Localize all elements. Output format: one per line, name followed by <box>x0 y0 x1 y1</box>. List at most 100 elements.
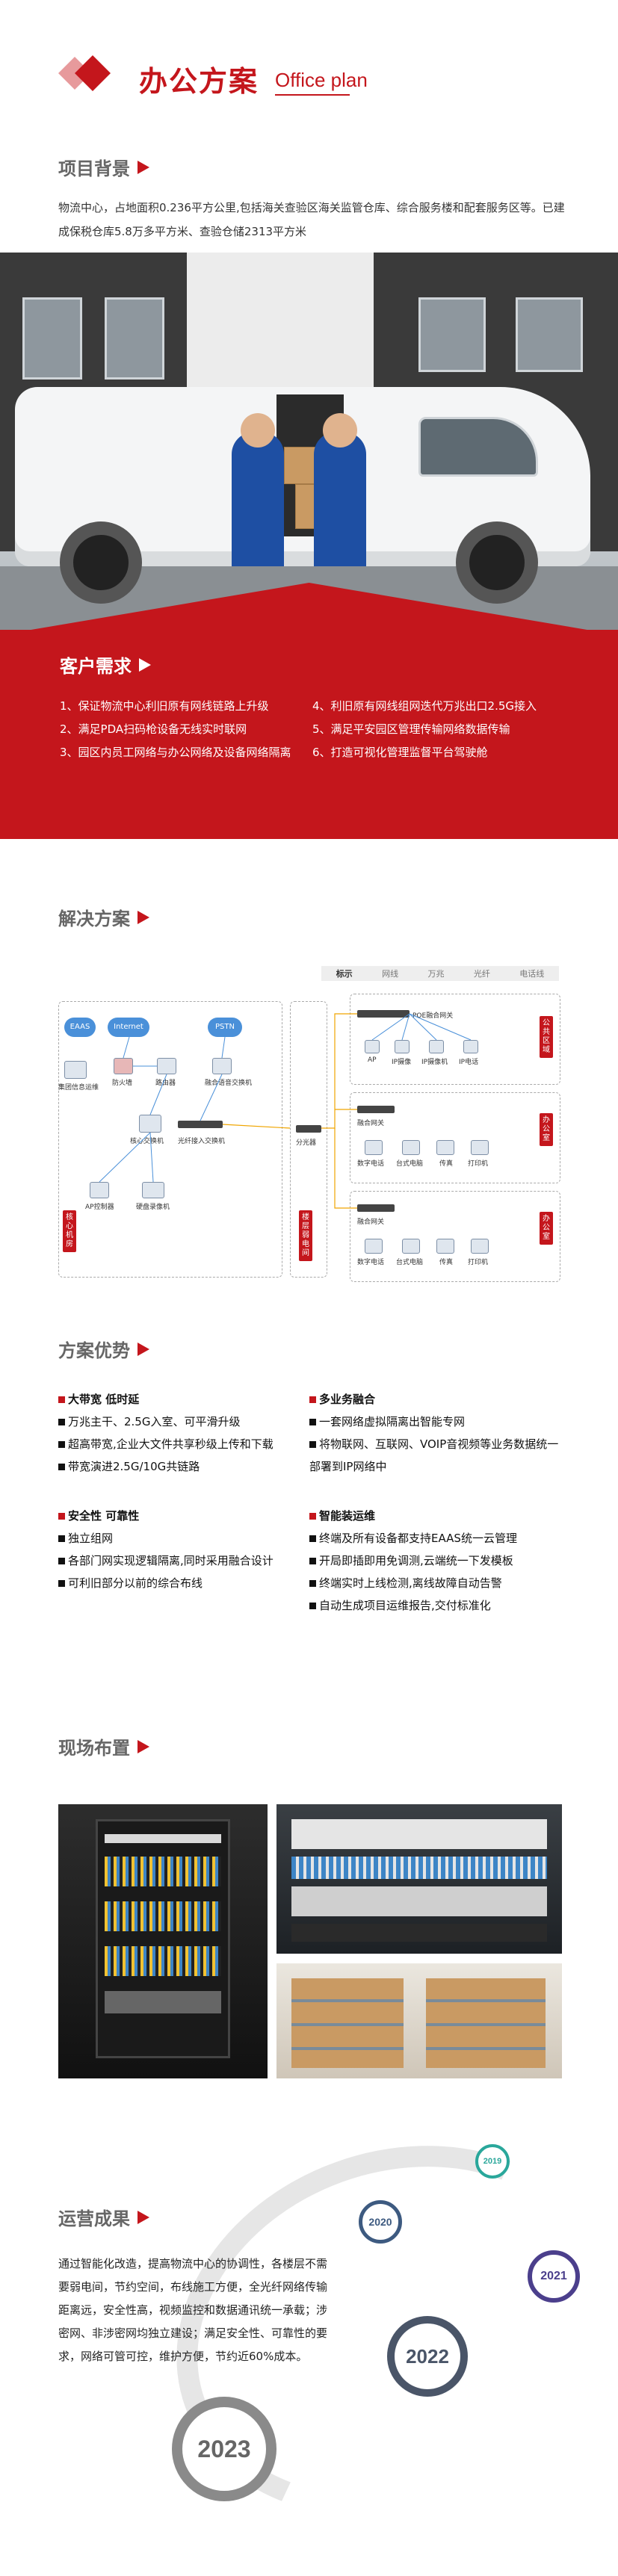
advantage-text: 独立组网 <box>68 1532 114 1545</box>
voice-gateway-label: 融合语音交换机 <box>205 1080 253 1087</box>
section-title-site: 现场布置 <box>58 1733 149 1759</box>
splitter-label: 分光器 <box>296 1139 317 1147</box>
year-badge-2021: 2021 <box>528 2250 580 2303</box>
year-badge-2022: 2022 <box>387 2316 468 2397</box>
arrow-right-icon <box>137 1342 149 1356</box>
needs-list-right: 4、利旧原有网线组网迭代万兆出口2.5G接入 5、满足平安园区管理传输网络数据传… <box>312 695 551 764</box>
diagram-connections <box>99 1013 472 1209</box>
list-item: 带宽演进2.5G/10G共链路 <box>58 1455 312 1478</box>
bullet-square-icon <box>58 1558 65 1564</box>
advantage-text: 可利旧部分以前的综合布线 <box>68 1576 203 1590</box>
core-switch-icon <box>139 1115 161 1133</box>
router-icon <box>157 1058 176 1074</box>
window <box>22 297 82 380</box>
camera-icon <box>395 1040 410 1053</box>
advantage-block-security: 安全性 可靠性 独立组网 各部门网实现逻辑隔离,同时采用融合设计 可利旧部分以前… <box>58 1505 312 1594</box>
zone-tag-weak-room: 楼层弱电间 <box>299 1210 312 1261</box>
rack-photo <box>58 1804 268 2078</box>
eaas-cloud-icon: EAAS <box>64 1018 96 1037</box>
desktop-pc-label: 台式电脑 <box>396 1259 424 1266</box>
section-title-advantages-label: 方案优势 <box>58 1340 130 1361</box>
section-title-background-label: 项目背景 <box>58 158 130 179</box>
gateway-icon <box>357 1106 395 1113</box>
year-badge-2020: 2020 <box>359 2200 402 2244</box>
list-item: 3、园区内员工网络与办公网络及设备网络隔离 <box>60 746 291 759</box>
page-title: 办公方案 <box>139 65 259 98</box>
advantage-heading: 多业务融合 <box>319 1393 376 1406</box>
list-item: 5、满足平安园区管理传输网络数据传输 <box>312 722 510 736</box>
switch-unit <box>291 1819 547 1849</box>
section-title-results: 运营成果 <box>58 2204 149 2230</box>
gateway-label: 融合网关 <box>357 1219 385 1226</box>
digital-phone-icon <box>365 1140 383 1155</box>
advantage-text: 万兆主干、2.5G入室、可平滑升级 <box>68 1415 241 1428</box>
firewall-icon <box>114 1058 133 1074</box>
list-item: 终端及所有设备都支持EAAS统一云管理 <box>309 1527 563 1549</box>
list-item: 4、利旧原有网线组网迭代万兆出口2.5G接入 <box>312 699 537 713</box>
internet-cloud-icon: Internet <box>108 1018 149 1037</box>
printer-label: 打印机 <box>468 1259 489 1266</box>
list-item: 开局即插即用免调测,云端统一下发模板 <box>309 1549 563 1572</box>
list-item: 安全性 可靠性 <box>58 1505 312 1527</box>
delivery-van-photo <box>0 253 618 630</box>
bullet-square-icon <box>58 1464 65 1470</box>
list-item: 终端实时上线检测,离线故障自动告警 <box>309 1572 563 1594</box>
section-title-needs-label: 客户需求 <box>60 656 132 677</box>
bullet-square-icon <box>58 1535 65 1542</box>
list-item: 可利旧部分以前的综合布线 <box>58 1572 312 1594</box>
list-item: 各部门网实现逻辑隔离,同时采用融合设计 <box>58 1549 312 1572</box>
list-item: 独立组网 <box>58 1527 312 1549</box>
advantage-text: 开局即插即用免调测,云端统一下发模板 <box>319 1554 513 1567</box>
results-text: 通过智能化改造，提高物流中心的协调性，各楼层不需要弱电间，节约空间，布线施工方便… <box>58 2257 328 2363</box>
ap-controller-icon <box>90 1182 109 1198</box>
worker-head <box>241 413 275 448</box>
desktop-pc-icon <box>402 1140 420 1155</box>
advantage-heading: 安全性 可靠性 <box>68 1509 140 1523</box>
worker <box>232 432 284 581</box>
poe-gateway-label: POE融合网关 <box>412 1012 454 1020</box>
fax-label: 传真 <box>439 1160 454 1168</box>
section-title-solution: 解决方案 <box>58 904 149 930</box>
splitter-icon <box>296 1125 321 1133</box>
list-item: 6、打造可视化管理监督平台驾驶舱 <box>312 746 488 759</box>
legend-item: 电话线 <box>519 969 545 979</box>
list-item: 2、满足PDA扫码枪设备无线实时联网 <box>60 722 247 736</box>
video-recorder-icon <box>142 1182 164 1198</box>
poe-gateway-icon <box>357 1010 410 1018</box>
section-title-results-label: 运营成果 <box>58 2208 130 2229</box>
arrow-right-icon <box>139 657 151 672</box>
page-title-en: Office plan <box>275 69 368 91</box>
list-item: 1、保证物流中心利旧原有网线链路上升级 <box>60 699 269 713</box>
ap-controller-label: AP控制器 <box>85 1204 114 1211</box>
legend-item: 万兆 <box>427 969 445 979</box>
video-recorder-label: 硬盘录像机 <box>136 1204 170 1211</box>
bullet-square-icon <box>58 1580 65 1587</box>
zone-tag-office: 办公室 <box>540 1113 553 1146</box>
bullet-square-icon <box>309 1535 316 1542</box>
year-badge-2023: 2023 <box>172 2397 276 2501</box>
gateway-label: 融合网关 <box>357 1120 385 1127</box>
bullet-square-icon <box>309 1513 316 1520</box>
zone-tag-public: 公共区域 <box>540 1016 553 1058</box>
digital-phone-label: 数字电话 <box>357 1160 385 1168</box>
section-title-background: 项目背景 <box>58 154 149 180</box>
legend-item: 标示 <box>336 969 353 979</box>
advantage-text: 终端实时上线检测,离线故障自动告警 <box>319 1576 502 1590</box>
platform-label: 集团信息运维 <box>58 1084 99 1092</box>
warehouse-photo <box>276 1963 562 2078</box>
advantage-text: 终端及所有设备都支持EAAS统一云管理 <box>319 1532 517 1545</box>
advantage-text: 各部门网实现逻辑隔离,同时采用融合设计 <box>68 1554 274 1567</box>
needs-list-left: 1、保证物流中心利旧原有网线链路上升级 2、满足PDA扫码枪设备无线实时联网 3… <box>60 695 299 764</box>
advantage-text: 带宽演进2.5G/10G共链路 <box>68 1460 200 1473</box>
ip-phone-label: IP电话 <box>459 1059 479 1066</box>
legend-item: 光纤 <box>473 969 490 979</box>
switch-photo <box>276 1804 562 1954</box>
printer-icon <box>471 1140 489 1155</box>
ap-label: AP <box>368 1056 377 1064</box>
bullet-square-icon <box>58 1396 65 1403</box>
list-item: 自动生成项目运维报告,交付标准化 <box>309 1594 563 1617</box>
section-title-needs: 客户需求 <box>60 651 151 678</box>
bullet-square-icon <box>58 1441 65 1448</box>
voice-gateway-icon <box>212 1058 232 1074</box>
digital-phone-label: 数字电话 <box>357 1259 385 1266</box>
